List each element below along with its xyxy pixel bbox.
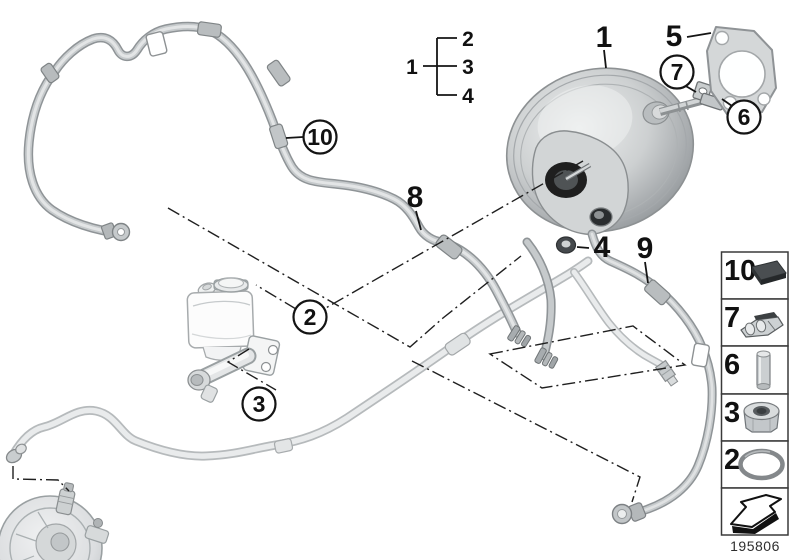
o-ring-icon bbox=[738, 448, 785, 481]
legend-item-6[interactable]: 6 bbox=[720, 345, 789, 395]
gasket bbox=[706, 26, 777, 118]
legend: 10 7 6 bbox=[720, 251, 789, 554]
hose-sleeve bbox=[444, 332, 471, 356]
legend-label[interactable]: 7 bbox=[724, 302, 740, 334]
vacuum-pump bbox=[0, 482, 110, 560]
callout-label[interactable]: 4 bbox=[594, 231, 611, 264]
retaining-clip-icon bbox=[740, 312, 784, 338]
bracket-parent-label[interactable]: 1 bbox=[406, 56, 418, 79]
pin-icon bbox=[756, 350, 771, 390]
pipe-clip bbox=[145, 31, 168, 57]
callout-group-bracket[interactable]: 1 2 3 4 bbox=[406, 28, 474, 108]
hose-sleeve bbox=[273, 438, 294, 454]
pipe-sleeve bbox=[266, 59, 291, 87]
adhesive-pad-icon bbox=[751, 260, 787, 285]
callout-4-grommet[interactable]: 4 bbox=[576, 231, 611, 264]
barb-fitting bbox=[534, 347, 559, 369]
banjo-fitting bbox=[100, 222, 131, 242]
pump-outlet bbox=[84, 525, 110, 544]
callout-label[interactable]: 5 bbox=[666, 20, 683, 53]
vacuum-pipe-front bbox=[23, 21, 559, 369]
legend-item-7[interactable]: 7 bbox=[720, 298, 789, 347]
callout-5-gasket[interactable]: 5 bbox=[666, 20, 712, 53]
vacuum-hose-rear bbox=[587, 229, 717, 525]
callout-label[interactable]: 10 bbox=[307, 124, 333, 150]
legend-label[interactable]: 10 bbox=[724, 255, 756, 287]
pump-valve-nipple bbox=[55, 482, 76, 516]
bracket-child-label[interactable]: 4 bbox=[462, 85, 474, 108]
legend-item-3[interactable]: 3 bbox=[720, 393, 789, 442]
brake-booster bbox=[505, 67, 726, 235]
grommet bbox=[555, 236, 577, 254]
callout-10-hose[interactable]: 10 bbox=[285, 119, 338, 155]
callout-label[interactable]: 3 bbox=[253, 391, 266, 417]
hose-end-connector bbox=[611, 502, 647, 525]
legend-label[interactable]: 3 bbox=[724, 397, 740, 429]
pump-bolt bbox=[93, 518, 103, 528]
callout-9-hose[interactable]: 9 bbox=[637, 232, 654, 284]
legend-item-2[interactable]: 2 bbox=[720, 440, 789, 489]
hose-sleeve bbox=[644, 279, 671, 306]
hose-connector bbox=[654, 359, 679, 387]
callout-1-booster[interactable]: 1 bbox=[596, 21, 613, 69]
callout-2-reservoir[interactable]: 2 bbox=[292, 299, 328, 335]
callout-3-master-cylinder[interactable]: 3 bbox=[241, 386, 277, 422]
legend-label[interactable]: 6 bbox=[724, 349, 740, 381]
pipe-sleeve-10 bbox=[269, 123, 289, 150]
barb-fitting bbox=[507, 325, 532, 348]
hex-nut-icon bbox=[743, 401, 780, 433]
hose-clip bbox=[690, 342, 711, 368]
callout-6-pin[interactable]: 6 bbox=[721, 98, 762, 135]
legend-item-10[interactable]: 10 bbox=[720, 251, 789, 300]
callout-label[interactable]: 6 bbox=[738, 104, 751, 130]
callout-8-pipe[interactable]: 8 bbox=[407, 181, 424, 231]
callout-label[interactable]: 2 bbox=[304, 304, 317, 330]
callout-7-clamp[interactable]: 7 bbox=[659, 54, 697, 93]
bracket-child-label[interactable]: 2 bbox=[462, 28, 474, 51]
bracket-child-label[interactable]: 3 bbox=[462, 56, 474, 79]
legend-label[interactable]: 2 bbox=[724, 444, 740, 476]
callout-label[interactable]: 8 bbox=[407, 181, 424, 214]
hose-end-fitting bbox=[5, 443, 27, 464]
callout-label[interactable]: 9 bbox=[637, 232, 654, 265]
booster-pushrod-clevis bbox=[642, 81, 726, 125]
pipe-sleeve bbox=[196, 21, 222, 38]
diagram-number: 195806 bbox=[730, 538, 780, 554]
callout-label[interactable]: 1 bbox=[596, 21, 613, 54]
callout-label[interactable]: 7 bbox=[671, 59, 684, 85]
elbow-fitting bbox=[40, 62, 60, 84]
reference-lines bbox=[12, 160, 687, 503]
legend-item-arrow[interactable] bbox=[720, 487, 789, 536]
installation-direction-arrow-icon bbox=[730, 494, 782, 534]
brake-master-cylinder bbox=[187, 335, 281, 403]
vacuum-hose-branch bbox=[570, 268, 679, 387]
brake-fluid-reservoir bbox=[186, 277, 255, 361]
vacuum-hose-to-pump bbox=[5, 256, 593, 464]
